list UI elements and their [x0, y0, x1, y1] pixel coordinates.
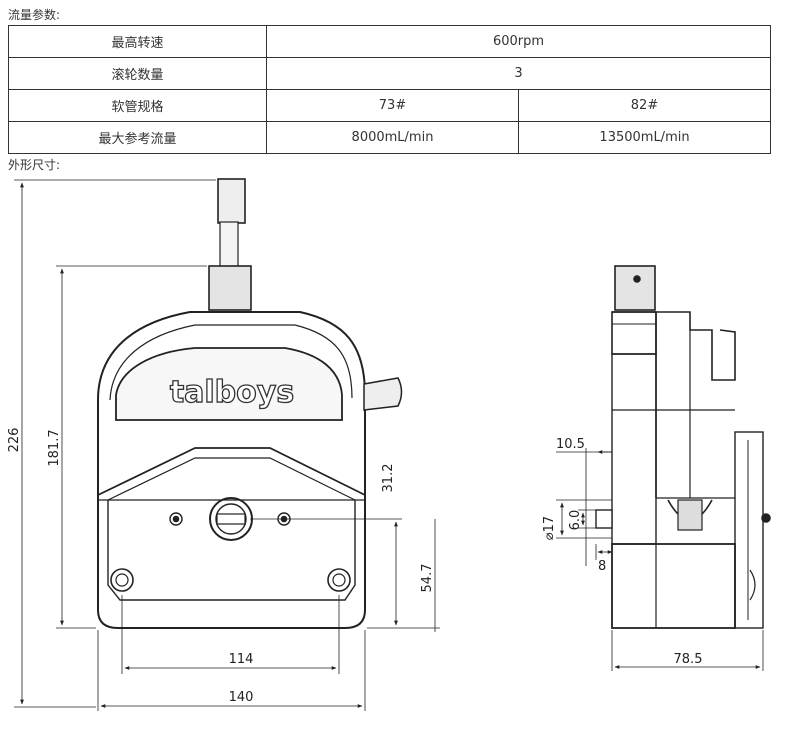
side-upper-body — [611, 353, 657, 545]
pump-cover — [115, 347, 343, 421]
dim-body-height: 181.7 — [47, 429, 62, 466]
rotor-inner — [215, 503, 247, 535]
pump-head-body — [107, 500, 356, 601]
spec-value-flow-82: 13500mL/min — [518, 121, 771, 154]
mount-hole-right-inner — [332, 573, 346, 587]
dim-key-width: 6.0 — [568, 510, 583, 531]
pump-head-top — [97, 447, 366, 496]
side-shaft — [595, 509, 613, 529]
side-rear-screw — [761, 513, 771, 523]
side-top-profile — [612, 311, 736, 381]
handle-grip — [217, 178, 246, 224]
table-row: 软管规格 73# 82# — [8, 89, 771, 122]
side-base — [611, 543, 736, 629]
dim-side-offset: 10.5 — [556, 437, 585, 452]
spec-label-tube-size: 软管规格 — [8, 89, 267, 122]
side-cover-block — [611, 311, 657, 355]
side-handle-base — [614, 265, 656, 311]
housing-rim — [109, 324, 353, 401]
rotor-slot — [216, 513, 246, 525]
table-row: 最大参考流量 8000mL/min 13500mL/min — [8, 121, 771, 154]
spec-value-tube-82: 82# — [518, 89, 771, 122]
dimensions-title: 外形尺寸: — [8, 158, 61, 172]
front-dimensions — [14, 179, 440, 711]
side-rotor — [677, 499, 703, 531]
pump-head-inner — [107, 457, 356, 501]
dim-mount-offset: 54.7 — [420, 564, 435, 593]
handle-shaft — [219, 221, 239, 269]
side-dimensions — [556, 448, 764, 671]
spec-value-flow-73: 8000mL/min — [266, 121, 519, 154]
dim-mount-spacing: 114 — [229, 652, 254, 667]
table-row: 滚轮数量 3 — [8, 57, 771, 90]
side-view — [595, 265, 771, 629]
pump-housing — [97, 311, 366, 629]
dim-shaft-length: 8 — [598, 559, 606, 574]
spec-label-roller-count: 滚轮数量 — [8, 57, 267, 90]
dim-shaft-diameter: ⌀17 — [542, 516, 557, 540]
dim-depth: 78.5 — [674, 652, 703, 667]
side-handle-pin — [633, 275, 641, 283]
table-row: 最高转速 600rpm — [8, 25, 771, 58]
screw-left — [169, 512, 183, 526]
spec-label-max-speed: 最高转速 — [8, 25, 267, 58]
dim-overall-width: 140 — [229, 690, 254, 705]
front-view: talboys — [97, 178, 403, 629]
mount-hole-left — [110, 568, 134, 592]
flow-parameters-title: 流量参数: — [8, 8, 61, 22]
spec-value-max-speed: 600rpm — [266, 25, 771, 58]
dim-overall-height: 226 — [7, 428, 22, 453]
spec-table: 最高转速 600rpm 滚轮数量 3 软管规格 73# 82# 最大参考流量 8… — [8, 25, 771, 154]
mount-hole-right — [327, 568, 351, 592]
mount-hole-left-inner — [115, 573, 129, 587]
dim-shaft-offset: 31.2 — [381, 464, 396, 493]
spec-label-max-flow: 最大参考流量 — [8, 121, 267, 154]
handle-base — [208, 265, 252, 311]
screw-left-center — [172, 515, 180, 523]
side-knob — [363, 377, 403, 411]
brand-logo: talboys — [170, 375, 294, 410]
side-motor-cap — [734, 431, 764, 629]
